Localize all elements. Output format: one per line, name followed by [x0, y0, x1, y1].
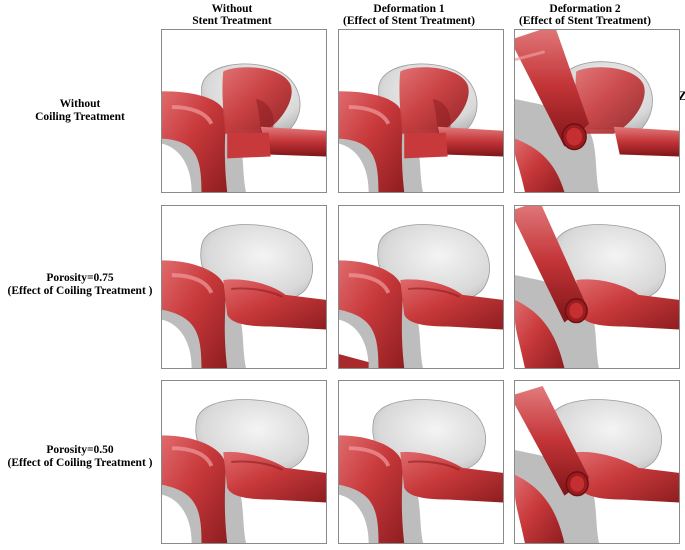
panel-row1-col2: [338, 29, 504, 193]
column-header-line1: Deformation 1: [373, 3, 445, 15]
column-header-line1: Without: [211, 3, 253, 15]
row-header-line2: (Effect of Coiling Treatment ): [7, 457, 153, 469]
panel-row1-col1: [161, 29, 327, 193]
vessel-render: [339, 399, 503, 543]
panel-row2-col3: [514, 205, 680, 369]
panel-row2-col1: [161, 205, 327, 369]
vessel-render: [515, 30, 679, 192]
row-header-porosity-050: Porosity=0.50 (Effect of Coiling Treatme…: [0, 444, 160, 470]
row-header-line1: Porosity=0.50: [46, 444, 114, 456]
row-header-line1: Porosity=0.75: [46, 272, 114, 284]
row-header-line2: (Effect of Coiling Treatment ): [7, 285, 153, 297]
row-header-without-coiling: Without Coiling Treatment: [0, 98, 160, 124]
axis-letter: Z: [678, 88, 685, 103]
panel-row1-col3: [514, 29, 680, 193]
column-header-without-stent: Without Stent Treatment: [147, 3, 317, 27]
column-header-line2: (Effect of Stent Treatment): [343, 15, 475, 27]
column-header-deformation-1: Deformation 1 (Effect of Stent Treatment…: [324, 3, 494, 27]
vessel-render: [515, 385, 679, 543]
row-header-line2: Coiling Treatment: [35, 111, 125, 123]
column-header-deformation-2: Deformation 2 (Effect of Stent Treatment…: [500, 3, 670, 27]
vessel-render: [162, 224, 326, 368]
vessel-render: [162, 63, 326, 192]
vessel-render: [339, 63, 503, 192]
column-header-line2: Stent Treatment: [192, 15, 272, 27]
row-header-line1: Without: [59, 98, 101, 110]
vessel-render: [162, 399, 326, 543]
column-header-line2: (Effect of Stent Treatment): [519, 15, 651, 27]
panel-row3-col1: [161, 380, 327, 544]
panel-row3-col3: [514, 380, 680, 544]
vessel-render: [339, 224, 503, 368]
vessel-render: [515, 206, 679, 368]
panel-row3-col2: [338, 380, 504, 544]
column-header-line1: Deformation 2: [549, 3, 621, 15]
panel-row2-col2: [338, 205, 504, 369]
row-header-porosity-075: Porosity=0.75 (Effect of Coiling Treatme…: [0, 272, 160, 298]
